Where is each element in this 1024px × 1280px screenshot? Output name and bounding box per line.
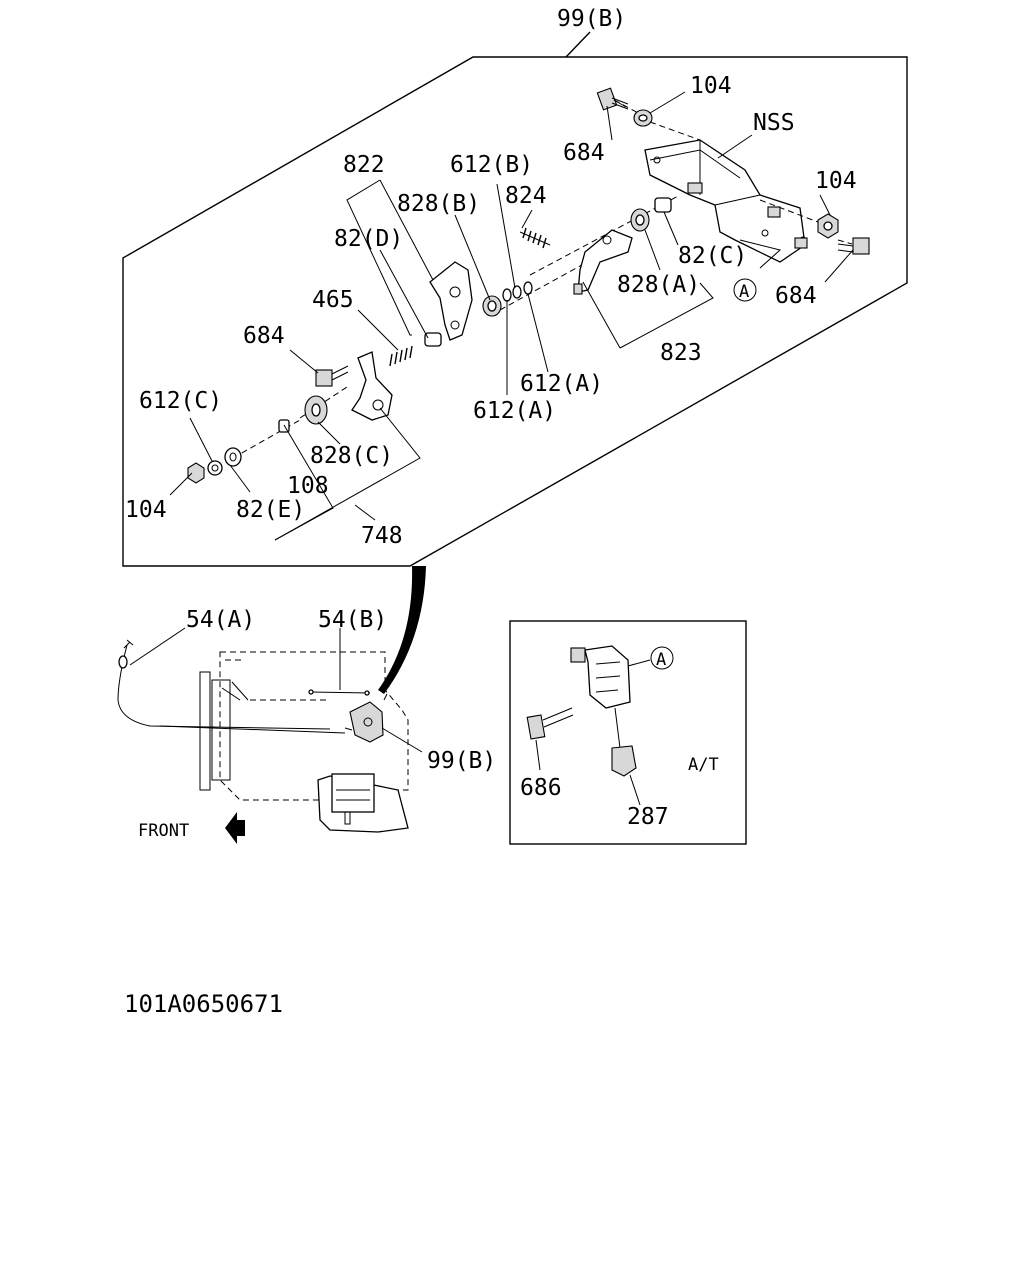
label-612a-1: 612(A) (520, 371, 603, 397)
label-54b: 54(B) (318, 607, 387, 633)
label-684-right: 684 (775, 283, 817, 309)
label-823: 823 (660, 340, 702, 366)
label-104-top: 104 (690, 73, 732, 99)
label-465: 465 (312, 287, 354, 313)
front-arrow (225, 812, 245, 844)
label-684-top: 684 (563, 140, 605, 166)
inset-at-box (509, 620, 747, 845)
label-104-left: 104 (125, 497, 167, 523)
label-82e: 82(E) (236, 497, 305, 523)
label-54a: 54(A) (186, 607, 255, 633)
label-612c: 612(C) (139, 388, 222, 414)
engine-labels: 54(A) 54(B) 99(B) FRONT (138, 607, 496, 841)
engine-location-view (117, 639, 409, 833)
collar-82e (224, 447, 242, 467)
label-822: 822 (343, 152, 385, 178)
label-684-left: 684 (243, 323, 285, 349)
exploded-view-frame (122, 31, 908, 567)
spring-824 (519, 227, 551, 249)
label-at: A/T (688, 755, 719, 775)
bolt-684-top (596, 87, 629, 111)
label-99b-top: 99(B) (557, 6, 626, 32)
callout-labels: 99(B) NSS 104 684 104 684 82(C) 828(A) A… (125, 6, 857, 549)
bushing-828c (304, 395, 328, 425)
collar-82c (654, 197, 672, 213)
nut-104-right (817, 213, 839, 239)
label-front: FRONT (138, 821, 189, 841)
washer-612c (207, 460, 223, 476)
spring-465 (389, 345, 413, 367)
label-99b-bottom: 99(B) (427, 748, 496, 774)
lever-823 (573, 229, 633, 295)
collar-82d (424, 332, 442, 347)
label-824: 824 (505, 183, 547, 209)
leader-lines (169, 91, 854, 541)
bracket-assembly (644, 139, 808, 263)
label-inset-circle-a: A (656, 650, 666, 670)
plate-822 (429, 261, 473, 341)
label-82d: 82(D) (334, 226, 403, 252)
label-828a: 828(A) (617, 272, 700, 298)
bushing-828b (482, 295, 502, 317)
inset-labels: A 686 287 A/T (520, 650, 719, 830)
label-82c: 82(C) (678, 243, 747, 269)
label-828b: 828(B) (397, 191, 480, 217)
lever-748 (351, 351, 393, 421)
label-104-right: 104 (815, 168, 857, 194)
label-circle-a: A (739, 282, 749, 302)
label-748: 748 (361, 523, 403, 549)
bolt-684-right (837, 237, 870, 255)
bushing-828a (630, 208, 650, 232)
label-612b: 612(B) (450, 152, 533, 178)
label-828c: 828(C) (310, 443, 393, 469)
washer-104-top (633, 109, 653, 127)
engine-leaders (129, 627, 423, 753)
label-287: 287 (627, 804, 669, 830)
label-108: 108 (287, 473, 329, 499)
callout-a-marker (733, 278, 757, 302)
nut-104-left (187, 462, 205, 484)
bolt-684-left (315, 365, 349, 387)
label-686: 686 (520, 775, 562, 801)
label-nss: NSS (753, 110, 795, 136)
location-arrow (378, 566, 426, 701)
document-number: 101A0650671 (124, 990, 283, 1018)
label-612a-2: 612(A) (473, 398, 556, 424)
washers-612 (502, 281, 533, 302)
